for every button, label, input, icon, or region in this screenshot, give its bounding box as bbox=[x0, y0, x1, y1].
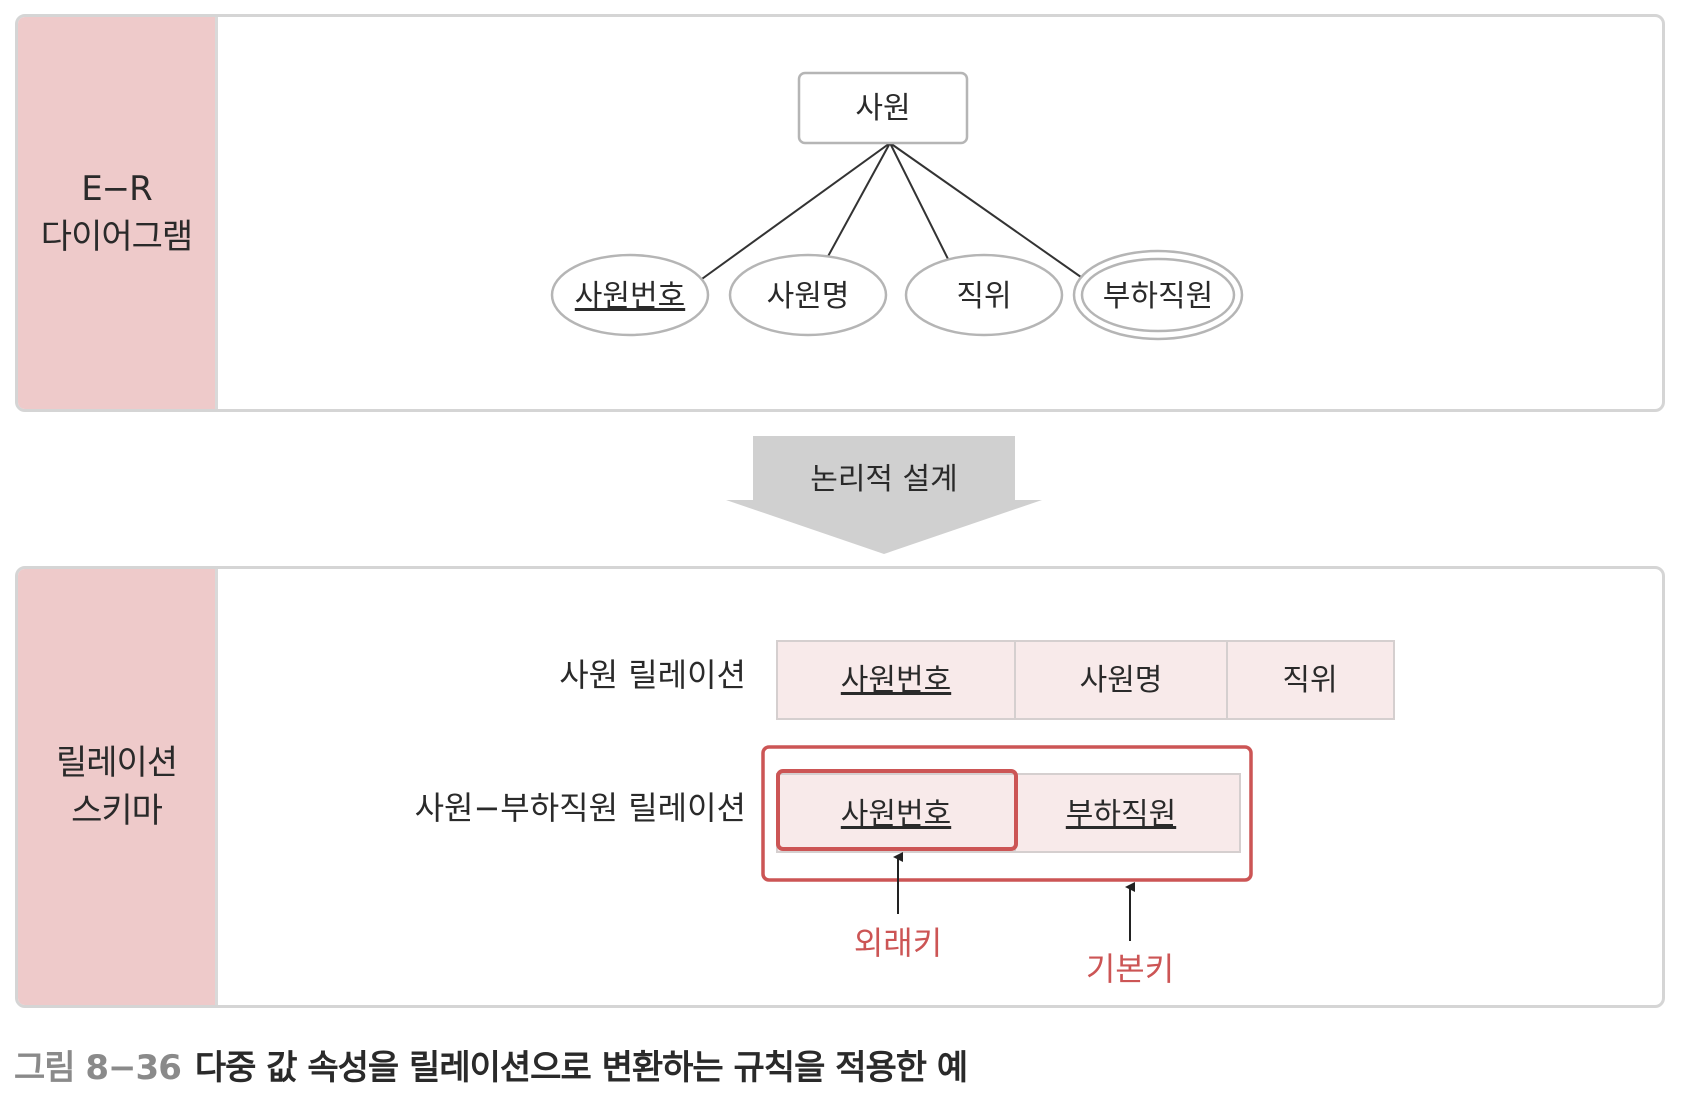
attribute-multivalued-inner-ellipse bbox=[1080, 257, 1236, 333]
er-connector-1 bbox=[687, 142, 891, 290]
relation-1-table bbox=[776, 640, 1395, 720]
primary-key-label: 기본키 bbox=[1086, 950, 1174, 988]
entity-box bbox=[797, 71, 969, 145]
relation-label-line-2: 스키마 bbox=[71, 791, 163, 831]
relation-schema-canvas: 사원 릴레이션 사원번호 사원명 직위 사원−부하직원 릴레이션 사원번호 부하… bbox=[415, 640, 1395, 988]
relation-2-table bbox=[776, 773, 1241, 853]
er-label-line-1: E−R bbox=[81, 169, 153, 209]
attribute-key-ellipse bbox=[550, 253, 710, 337]
er-connector-2 bbox=[819, 142, 891, 272]
relation-schema-panel: 릴레이션 스키마 사원 릴레이션 사원번호 사원명 직위 사원−부하직원 릴레이… bbox=[15, 566, 1665, 1008]
attribute-key-label: 사원번호 bbox=[575, 279, 685, 314]
er-diagram-canvas: 사원 사원번호 사원명 직위 부하직원 bbox=[550, 71, 1244, 341]
entity-label: 사원 bbox=[855, 91, 910, 126]
figure-title: 다중 값 속성을 릴레이션으로 변환하는 규칙을 적용한 예 bbox=[194, 1048, 968, 1088]
er-diagram-label: E−R 다이어그램 bbox=[40, 165, 193, 261]
figure-number: 그림 8−36 bbox=[14, 1048, 182, 1088]
relation-1-attr-2: 사원명 bbox=[1080, 663, 1163, 698]
relation-label-line-1: 릴레이션 bbox=[55, 743, 178, 783]
foreign-key-label: 외래키 bbox=[854, 924, 942, 962]
relation-schema-side-label: 릴레이션 스키마 bbox=[18, 569, 218, 1005]
attribute-ellipse-name bbox=[728, 253, 888, 337]
attribute-multivalued-label: 부하직원 bbox=[1103, 279, 1213, 314]
transform-arrow: 논리적 설계 bbox=[726, 436, 1042, 554]
transform-arrow-shape bbox=[726, 436, 1042, 554]
relation-1-attr-1: 사원번호 bbox=[841, 663, 951, 698]
attribute-position-label: 직위 bbox=[956, 279, 1011, 314]
relation-schema-label: 릴레이션 스키마 bbox=[55, 739, 178, 835]
relation-2-name: 사원−부하직원 릴레이션 bbox=[415, 789, 746, 827]
relation-2-attr-2: 부하직원 bbox=[1066, 797, 1176, 832]
er-connector-3 bbox=[889, 142, 955, 272]
attribute-ellipse-position bbox=[904, 253, 1064, 337]
primary-key-highlight bbox=[761, 745, 1253, 882]
er-connector-4 bbox=[889, 142, 1099, 290]
foreign-key-highlight bbox=[776, 769, 1018, 851]
figure-caption: 그림 8−36 다중 값 속성을 릴레이션으로 변환하는 규칙을 적용한 예 bbox=[14, 1040, 968, 1089]
er-label-line-2: 다이어그램 bbox=[40, 217, 193, 257]
relation-2-attr-1: 사원번호 bbox=[841, 797, 951, 832]
er-diagram-side-label: E−R 다이어그램 bbox=[18, 17, 218, 409]
transform-arrow-label: 논리적 설계 bbox=[810, 462, 958, 497]
relation-1-name: 사원 릴레이션 bbox=[559, 656, 746, 694]
relation-1-attr-3: 직위 bbox=[1282, 663, 1337, 698]
er-diagram-panel: E−R 다이어그램 사원 사원번호 사원명 직위 부하직원 bbox=[15, 14, 1665, 412]
attribute-name-label: 사원명 bbox=[767, 279, 850, 314]
